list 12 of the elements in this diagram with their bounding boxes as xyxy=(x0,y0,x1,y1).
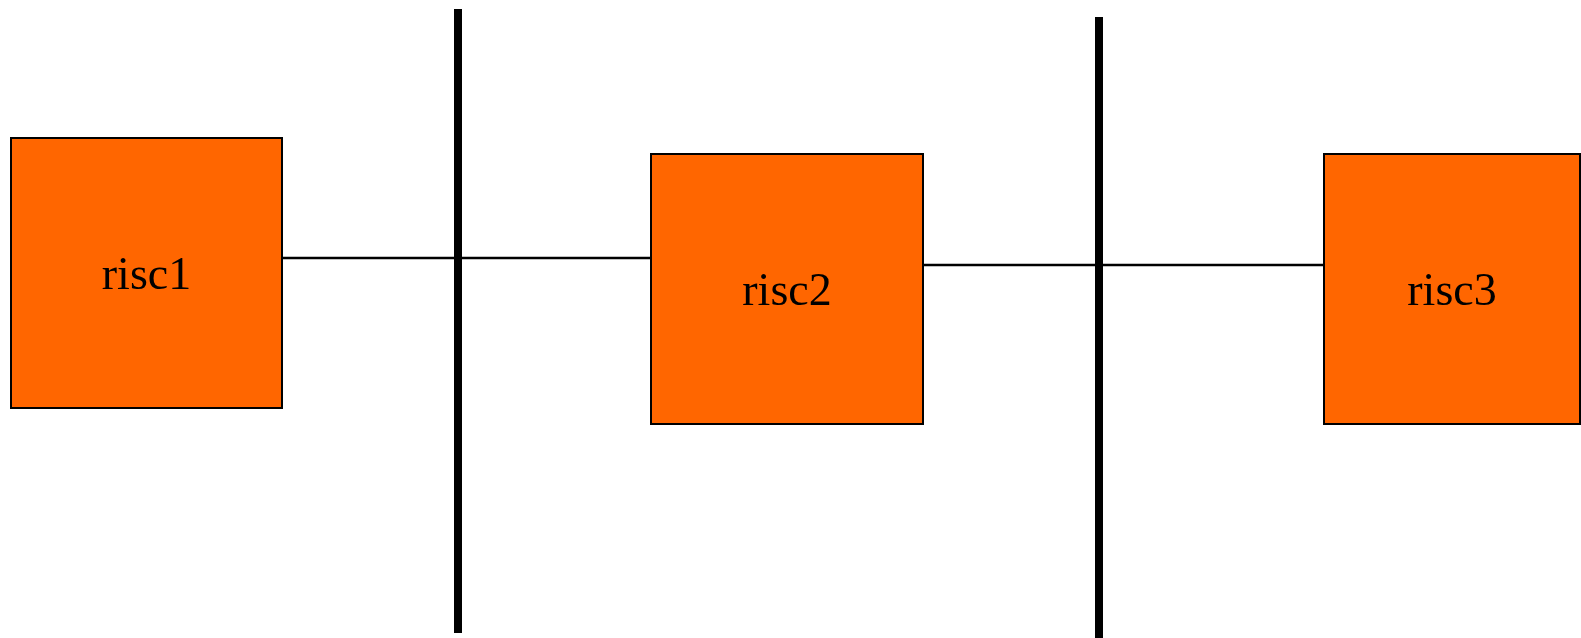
connector-line xyxy=(1103,263,1323,267)
node-label: risc2 xyxy=(742,262,832,316)
process-box xyxy=(1323,153,1581,425)
connector-line xyxy=(924,263,1095,267)
bus-bar xyxy=(454,9,462,633)
process-box xyxy=(10,137,283,409)
bus-bar xyxy=(1095,17,1103,638)
process-box xyxy=(650,153,924,425)
node-label: risc1 xyxy=(101,246,192,300)
connector-line xyxy=(283,256,454,260)
node-label: risc3 xyxy=(1407,262,1497,316)
connector-line xyxy=(462,256,650,260)
